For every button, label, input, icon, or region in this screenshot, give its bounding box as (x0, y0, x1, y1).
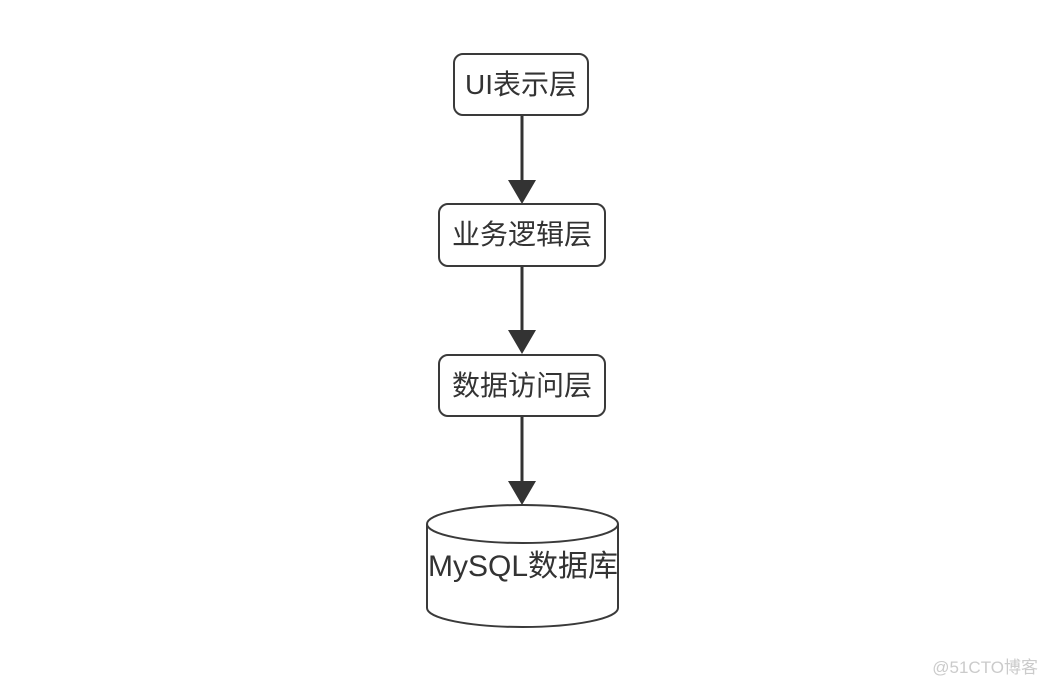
arrowhead-icon (508, 481, 536, 505)
arrowhead-icon (508, 180, 536, 204)
arrow-ui-to-business (508, 116, 536, 204)
node-business-layer: 业务逻辑层 (438, 203, 606, 267)
database-cylinder-icon (426, 504, 619, 628)
node-ui-layer: UI表示层 (453, 53, 589, 116)
node-business-layer-label: 业务逻辑层 (451, 219, 592, 250)
node-data-access-layer: 数据访问层 (438, 354, 606, 417)
watermark-51cto: @51CTO博客 (932, 658, 1038, 677)
arrow-dal-to-db (508, 417, 536, 505)
node-ui-layer-label: UI表示层 (464, 68, 577, 100)
arrowhead-icon (508, 330, 536, 354)
arrow-business-to-dal (508, 267, 536, 354)
node-data-access-layer-label: 数据访问层 (451, 369, 592, 401)
node-mysql-database-label: MySQL数据库 (427, 550, 619, 583)
